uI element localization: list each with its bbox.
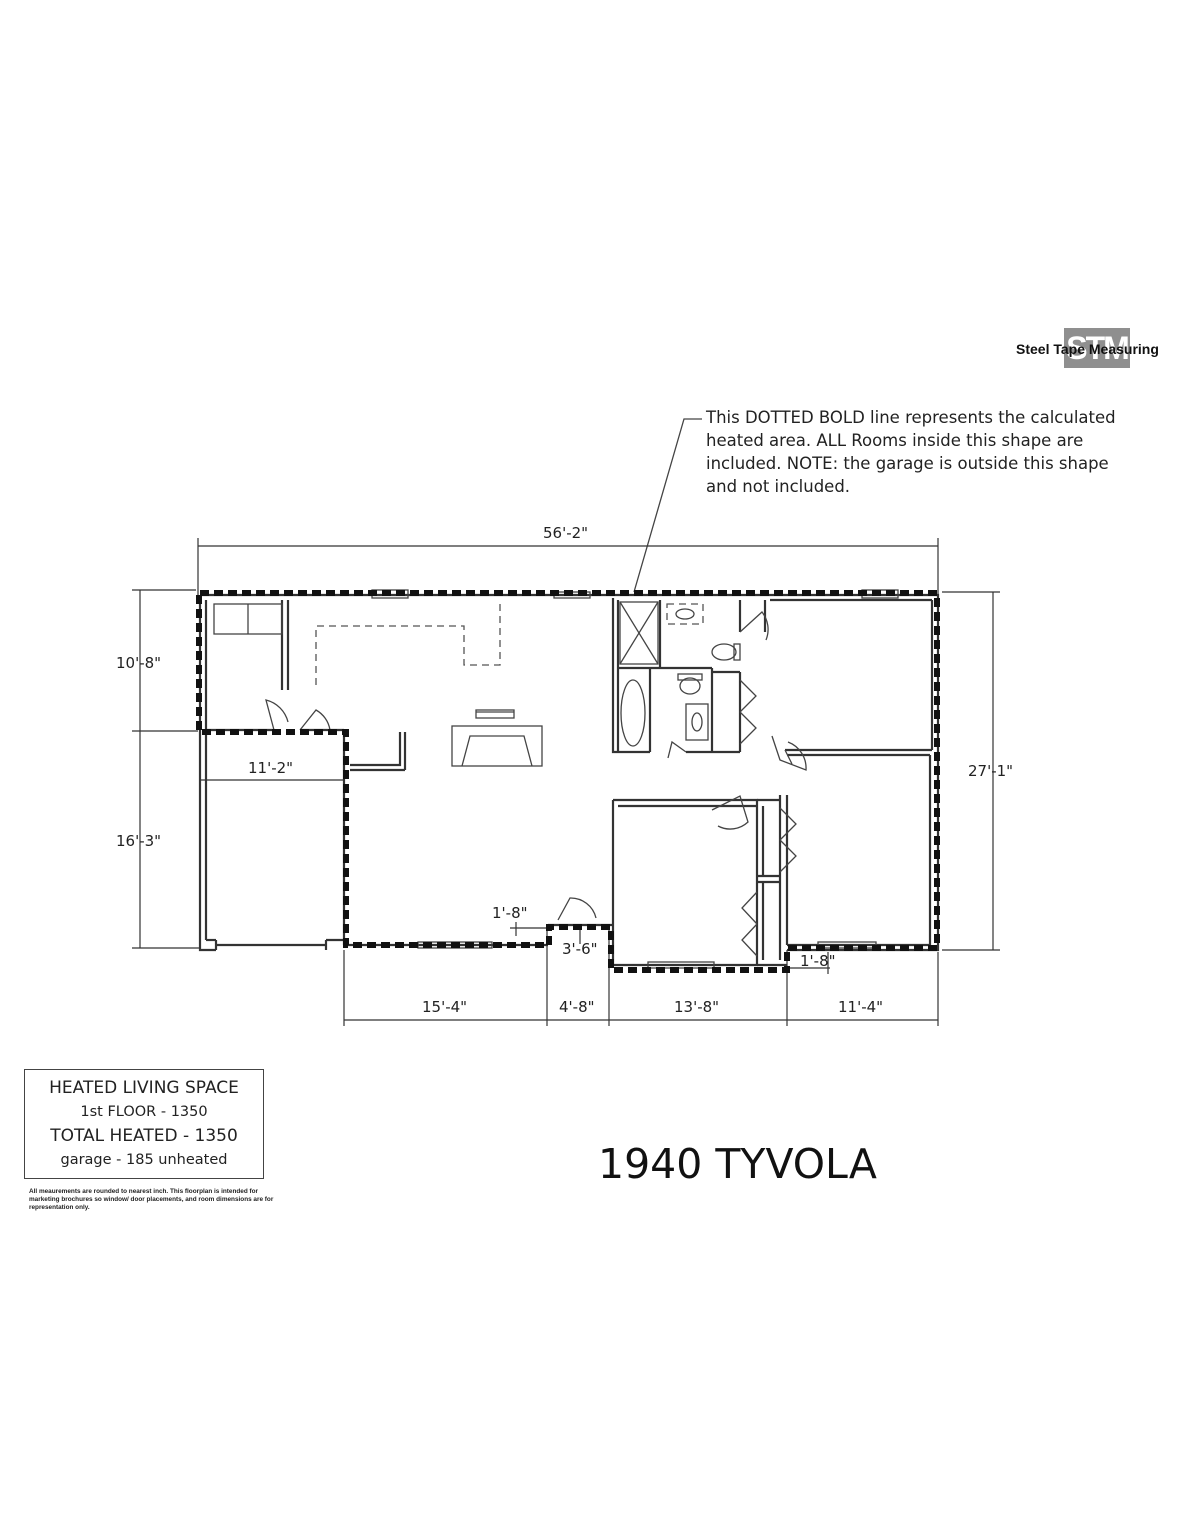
disclaimer-text: All meaurements are rounded to nearest i… bbox=[29, 1188, 274, 1211]
fireplace bbox=[451, 725, 543, 767]
doors bbox=[265, 611, 807, 957]
shower bbox=[619, 601, 659, 665]
heated-area-outline bbox=[196, 590, 940, 973]
dim-step-3: 1'-8" bbox=[800, 952, 836, 970]
area-legend-box: HEATED LIVING SPACE 1st FLOOR - 1350 TOT… bbox=[24, 1069, 264, 1179]
logo-monogram: STM bbox=[1064, 328, 1130, 368]
heated-area-note: This DOTTED BOLD line represents the cal… bbox=[706, 408, 1116, 496]
dim-left-lower: 16'-3" bbox=[116, 832, 161, 850]
fixtures bbox=[213, 600, 741, 767]
dim-step-2: 3'-6" bbox=[562, 940, 598, 958]
project-title: 1940 TYVOLA bbox=[598, 1140, 877, 1188]
toilet-2 bbox=[679, 677, 701, 695]
bathtub bbox=[620, 679, 646, 747]
legend-heading: HEATED LIVING SPACE bbox=[49, 1078, 239, 1098]
legend-first-floor: 1st FLOOR - 1350 bbox=[80, 1104, 208, 1120]
dimension-lines bbox=[132, 538, 1000, 1026]
dim-left-upper: 10'-8" bbox=[116, 654, 161, 672]
dim-overall-width: 56'-2" bbox=[543, 524, 588, 542]
dim-bottom-2: 4'-8" bbox=[559, 998, 595, 1016]
logo-monogram-text: STM bbox=[1066, 330, 1130, 366]
logo-wordmark: Steel Tape Measuring bbox=[1016, 341, 1159, 357]
dim-bottom-4: 11'-4" bbox=[838, 998, 883, 1016]
dim-step-1: 1'-8" bbox=[492, 904, 528, 922]
legend-garage: garage - 185 unheated bbox=[60, 1152, 228, 1168]
dim-overall-depth: 27'-1" bbox=[968, 762, 1013, 780]
dim-garage-width: 11'-2" bbox=[248, 759, 293, 777]
toilet bbox=[711, 643, 737, 661]
company-logo: STM Steel Tape Measuring bbox=[1016, 328, 1171, 370]
note-leader-line bbox=[633, 418, 702, 593]
legend-total-heated: TOTAL HEATED - 1350 bbox=[50, 1126, 238, 1146]
kitchen-counter bbox=[315, 600, 501, 685]
windows bbox=[371, 589, 899, 969]
dim-bottom-1: 15'-4" bbox=[422, 998, 467, 1016]
dim-bottom-3: 13'-8" bbox=[674, 998, 719, 1016]
